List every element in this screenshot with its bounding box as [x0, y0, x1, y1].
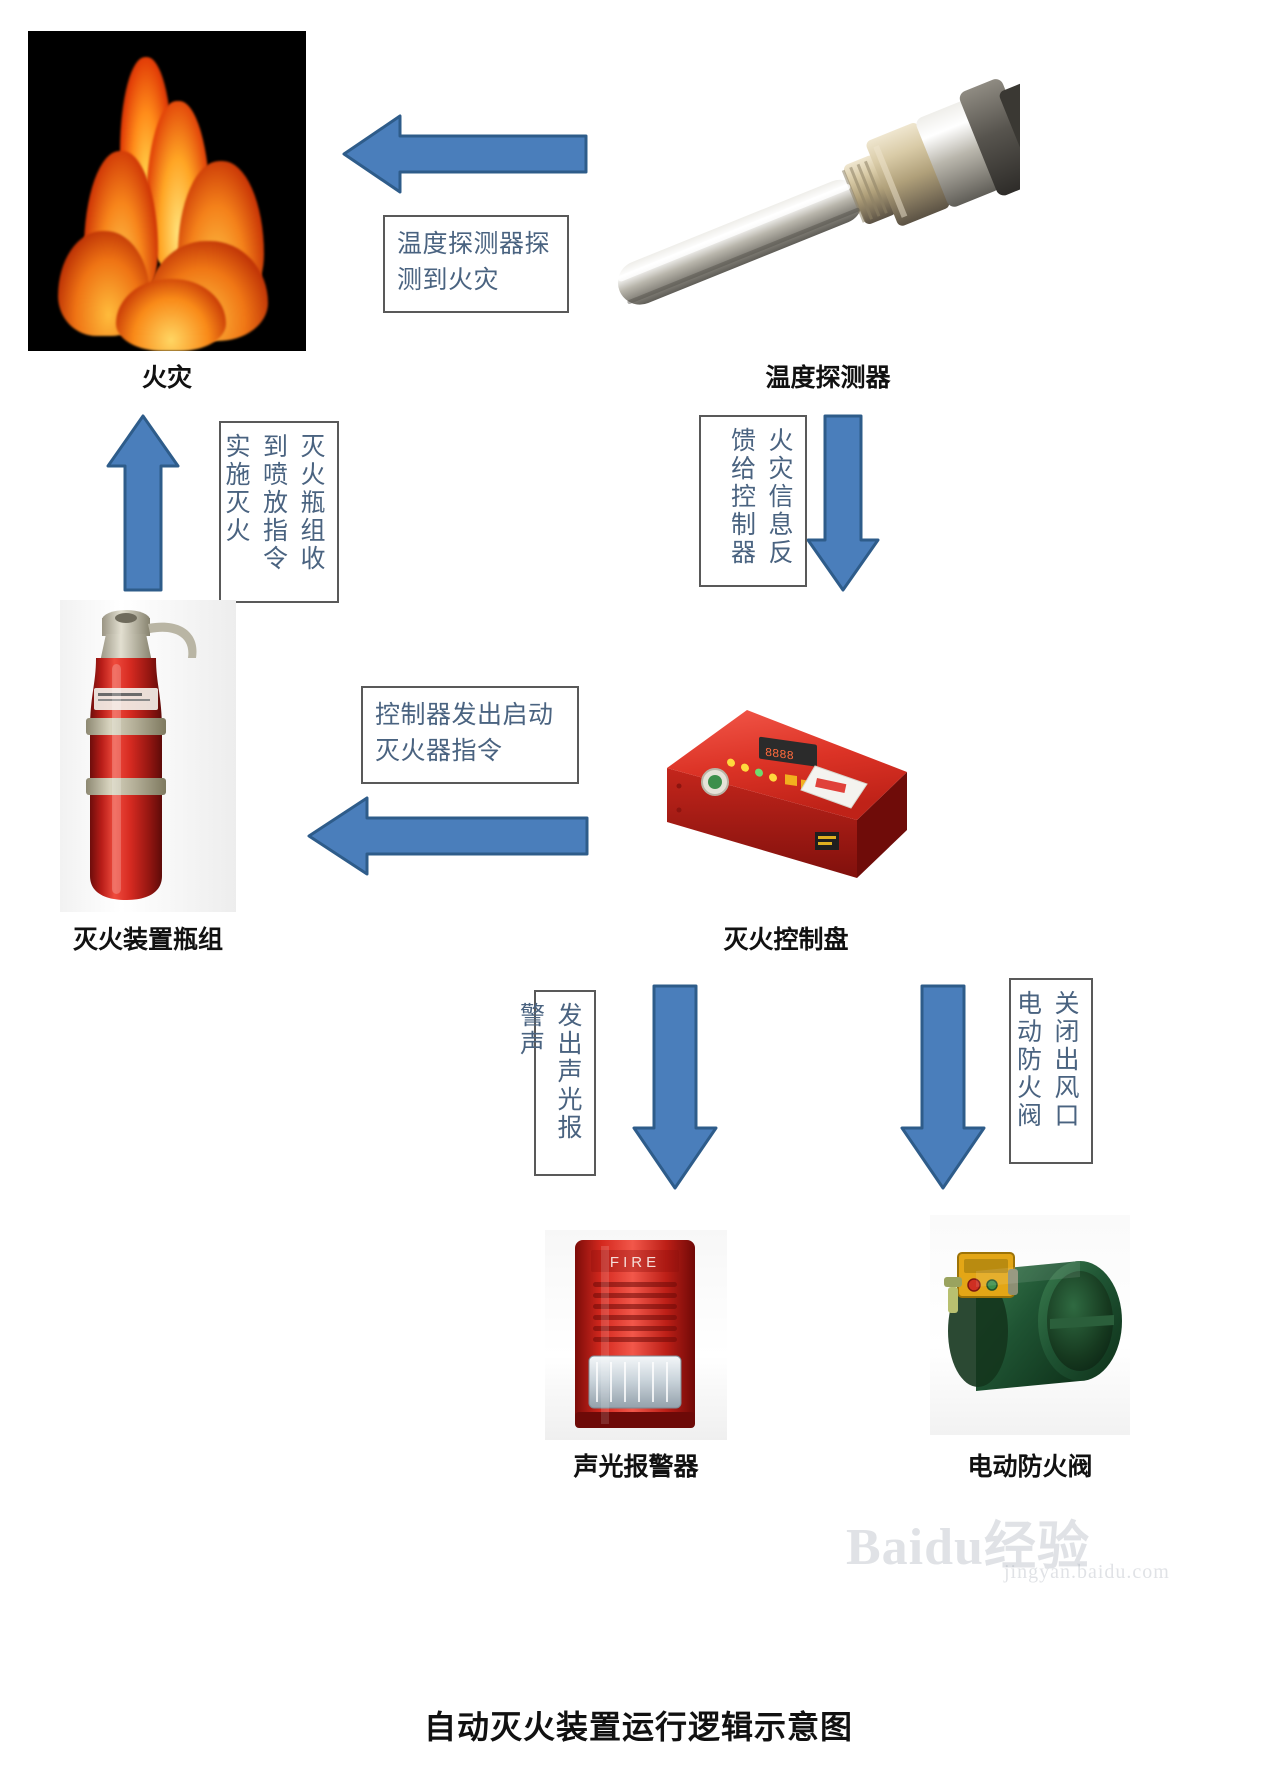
textbox-bottle-receives-command: 灭火瓶组收到喷放指令实施灭火 — [219, 421, 339, 603]
watermark-main: Baidu经验 — [846, 1519, 1090, 1576]
caption-electric-fire-damper: 电动防火阀 — [967, 1454, 1093, 1481]
fire-photo — [28, 31, 306, 351]
caption-sound-light-alarm: 声光报警器 — [573, 1454, 699, 1481]
svg-text:FIRE: FIRE — [610, 1254, 660, 1271]
arrow-detector-to-panel — [804, 412, 882, 594]
caption-extinguisher-bottle-group: 灭火装置瓶组 — [72, 927, 223, 954]
textbox-fire-info-feedback: 火灾信息反馈给控制器 — [699, 415, 807, 587]
textbox-detector-detects-fire: 温度探测器探测到火灾 — [383, 215, 569, 313]
watermark-sub: jingyan.baidu.com — [1004, 1561, 1170, 1583]
caption-temperature-detector: 温度探测器 — [765, 365, 891, 392]
textbox-emit-sound-light-alarm: 发出声光报警声 — [517, 990, 596, 1176]
control-panel-photo: 8888 — [655, 660, 917, 910]
caption-control-panel: 灭火控制盘 — [723, 927, 849, 954]
arrow-panel-to-damper — [898, 982, 988, 1192]
page-title: 自动灭火装置运行逻辑示意图 — [424, 1709, 854, 1745]
textbox-controller-start-command: 控制器发出启动灭火器指令 — [361, 686, 579, 784]
arrow-detector-to-fire — [340, 108, 588, 200]
textbox-fire-info-feedback-text: 火灾信息反馈给控制器 — [727, 427, 793, 567]
temperature-detector-photo — [600, 40, 1020, 350]
arrow-panel-to-bottle — [305, 790, 590, 882]
textbox-emit-sound-light-alarm-text: 发出声光报警声 — [516, 1002, 582, 1142]
caption-fire: 火灾 — [141, 365, 192, 392]
arrow-bottle-to-fire — [104, 412, 182, 594]
electric-fire-damper-photo — [930, 1215, 1130, 1435]
textbox-bottle-receives-command-text: 灭火瓶组收到喷放指令实施灭火 — [222, 433, 324, 573]
textbox-detector-detects-fire-text: 温度探测器探测到火灾 — [397, 231, 551, 295]
arrow-panel-to-alarm — [630, 982, 720, 1192]
textbox-controller-start-command-text: 控制器发出启动灭火器指令 — [375, 702, 554, 766]
extinguisher-bottle-photo — [60, 600, 236, 912]
svg-text:8888: 8888 — [765, 746, 794, 764]
sound-light-alarm-photo: FIRE — [545, 1230, 727, 1440]
textbox-close-outlet-damper-text: 关闭出风口电动防火阀 — [1013, 990, 1079, 1130]
textbox-close-outlet-damper: 关闭出风口电动防火阀 — [1009, 978, 1093, 1164]
